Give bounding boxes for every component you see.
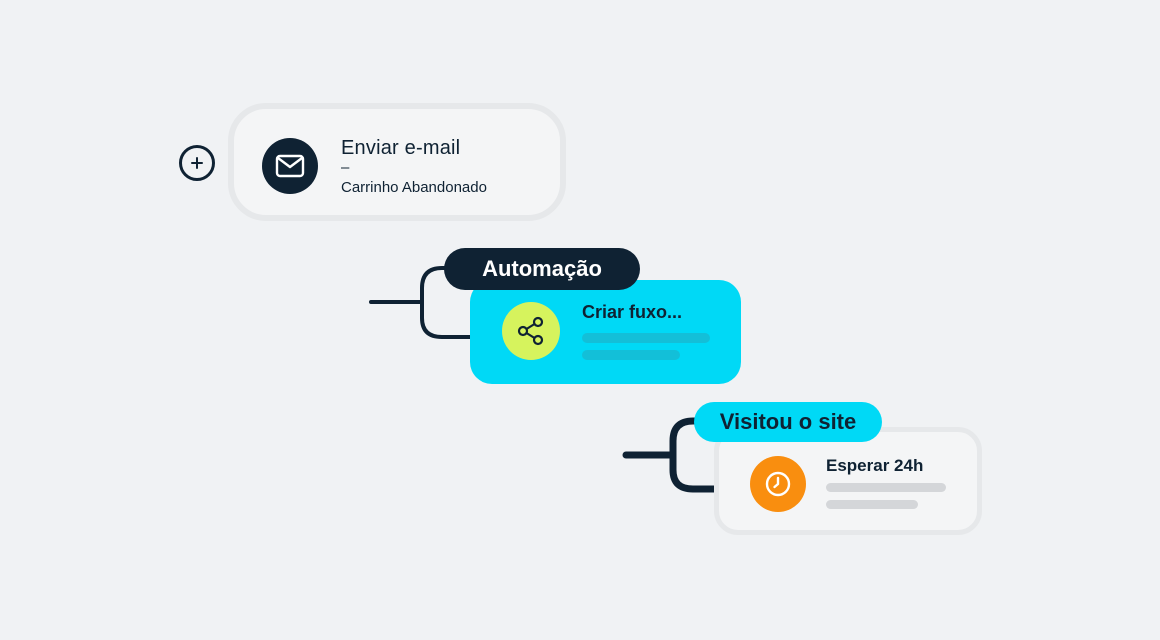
email-step-separator: – — [341, 159, 350, 176]
placeholder-line — [826, 483, 946, 492]
envelope-icon — [275, 154, 305, 178]
send-email-step-card[interactable]: Enviar e-mail – Carrinho Abandonado — [228, 103, 566, 221]
create-flow-card[interactable]: Criar fuxo... — [470, 280, 741, 384]
share-icon-badge — [502, 302, 560, 360]
email-step-title: Enviar e-mail — [341, 137, 461, 159]
automation-label: Automação — [444, 248, 640, 290]
clock-icon-badge — [750, 456, 806, 512]
visited-site-label: Visitou o site — [694, 402, 882, 442]
plus-icon — [191, 157, 203, 169]
automation-connector — [369, 266, 473, 339]
email-step-subtitle: Carrinho Abandonado — [341, 179, 487, 196]
wait-step-title: Esperar 24h — [826, 456, 924, 475]
add-step-button[interactable] — [179, 145, 215, 181]
share-icon — [517, 316, 544, 346]
create-flow-title: Criar fuxo... — [582, 302, 683, 322]
clock-icon — [765, 471, 791, 497]
email-icon-badge — [262, 138, 318, 194]
placeholder-line — [582, 350, 680, 360]
placeholder-line — [582, 333, 710, 343]
wait-step-card[interactable]: Esperar 24h — [714, 427, 982, 535]
visit-connector — [622, 417, 720, 493]
placeholder-line — [826, 500, 918, 509]
